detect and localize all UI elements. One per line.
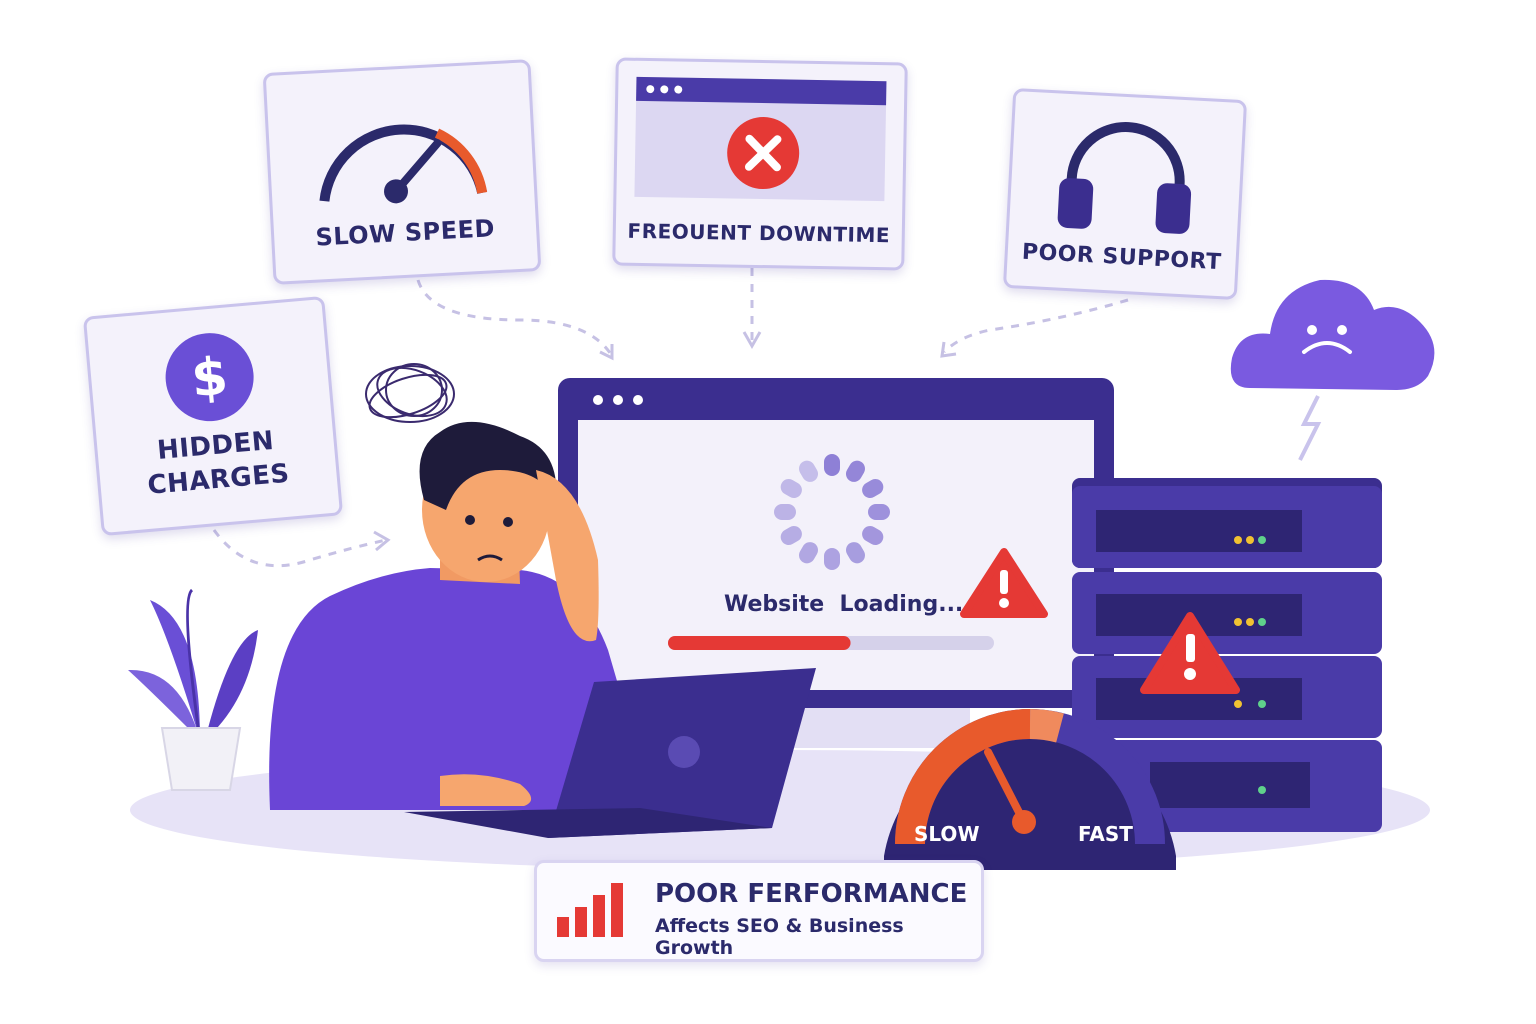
gauge-fast-label: FAST — [1078, 822, 1133, 846]
poor-support-card: POOR SUPPORT — [1002, 88, 1248, 300]
frustrated-person — [269, 421, 640, 810]
server-rack-icon — [1072, 478, 1382, 832]
connector-arrows — [212, 268, 1129, 568]
warning-icon — [960, 548, 1048, 618]
loading-progress-bar — [668, 636, 994, 650]
speedometer-icon — [319, 124, 488, 204]
browser-error-icon — [634, 76, 887, 202]
plant-icon — [128, 588, 258, 791]
slow-speed-card: SLOW SPEED — [262, 59, 542, 285]
poor-performance-title: POOR FERFORMANCE — [655, 879, 968, 909]
arrow-heads — [373, 331, 957, 552]
website-loading-text: Website Loading... — [724, 592, 964, 617]
poor-performance-banner: POOR FERFORMANCE Affects SEO & Business … — [534, 860, 984, 962]
svg-text:$: $ — [189, 347, 230, 410]
gauge-slow-label: SLOW — [914, 822, 980, 846]
loading-progress-fill — [668, 636, 851, 650]
laptop-icon — [404, 668, 816, 838]
headphones-icon — [1057, 122, 1192, 234]
poor-support-label: POOR SUPPORT — [1021, 239, 1223, 276]
frequent-downtime-card: FREOUENT DOWNTIME — [612, 57, 908, 271]
slow-speed-label: SLOW SPEED — [314, 214, 496, 252]
frequent-downtime-label: FREOUENT DOWNTIME — [627, 218, 891, 248]
bar-chart-icon — [557, 883, 623, 937]
hidden-charges-card: $ HIDDEN CHARGES — [82, 295, 344, 537]
speed-gauge — [884, 709, 1176, 870]
frustration-scribble — [365, 363, 455, 423]
dollar-icon: $ — [165, 333, 254, 422]
server-warning-icon — [1140, 612, 1240, 694]
sad-cloud-icon — [1230, 279, 1435, 461]
poor-performance-subtitle: Affects SEO & Business Growth — [655, 915, 904, 959]
loading-spinner-icon — [774, 454, 890, 570]
